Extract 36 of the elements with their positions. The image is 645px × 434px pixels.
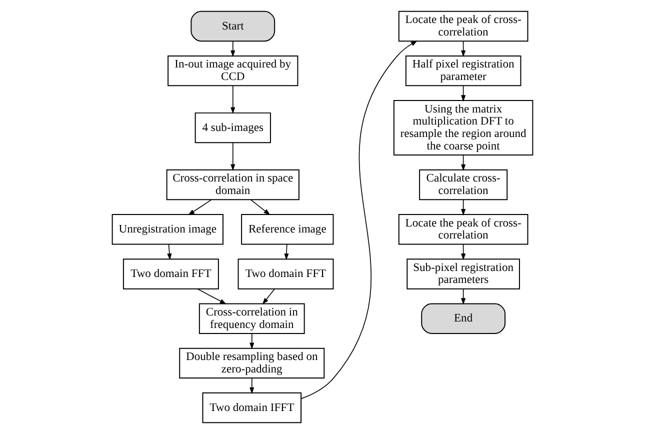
node-box: Double resampling based on zero-padding [179,348,325,379]
node-box: End [421,303,506,334]
node-box: 4 sub-images [194,112,271,144]
arrow [461,85,466,102]
arrow [284,244,289,260]
arrow [250,378,254,394]
node-box: Half pixel registration parameter [405,55,522,86]
arrow [461,199,466,216]
node-box: Locate the peak of cross-correlation [398,10,528,42]
arrow [300,40,418,400]
arrow [262,288,276,304]
node-box: In-out image acquired by CCD [168,55,298,86]
arrow [250,199,270,216]
node-box: Two domain FFT [238,258,334,290]
node-box: Two domain IFFT [202,392,302,424]
node-box: Sub-pixel registration parameters [406,258,520,290]
arrow [461,288,466,305]
node-box: Calculate cross-correlation [419,169,508,200]
node-box: Unregistration image [112,214,224,245]
node-box: Cross-correlation in space domain [166,169,300,200]
arrow [250,333,254,350]
node-box: Two domain FFT [122,258,219,290]
node-box: Start [190,10,276,42]
arrow [461,154,466,171]
node-box: Reference image [241,214,334,245]
node-box: Locate the peak of cross-correlation [398,214,528,245]
arrow [230,40,236,57]
arrow [230,85,236,114]
node-box: Using the matrix multiplication DFT to resample the region around the coarse point [393,100,534,156]
arrow [167,244,172,260]
arrow [197,288,226,304]
arrow [461,40,466,57]
node-box: Cross-correlation in frequency domain [198,303,305,334]
arrow [461,244,466,260]
arrow [230,142,236,171]
arrow [188,199,212,216]
